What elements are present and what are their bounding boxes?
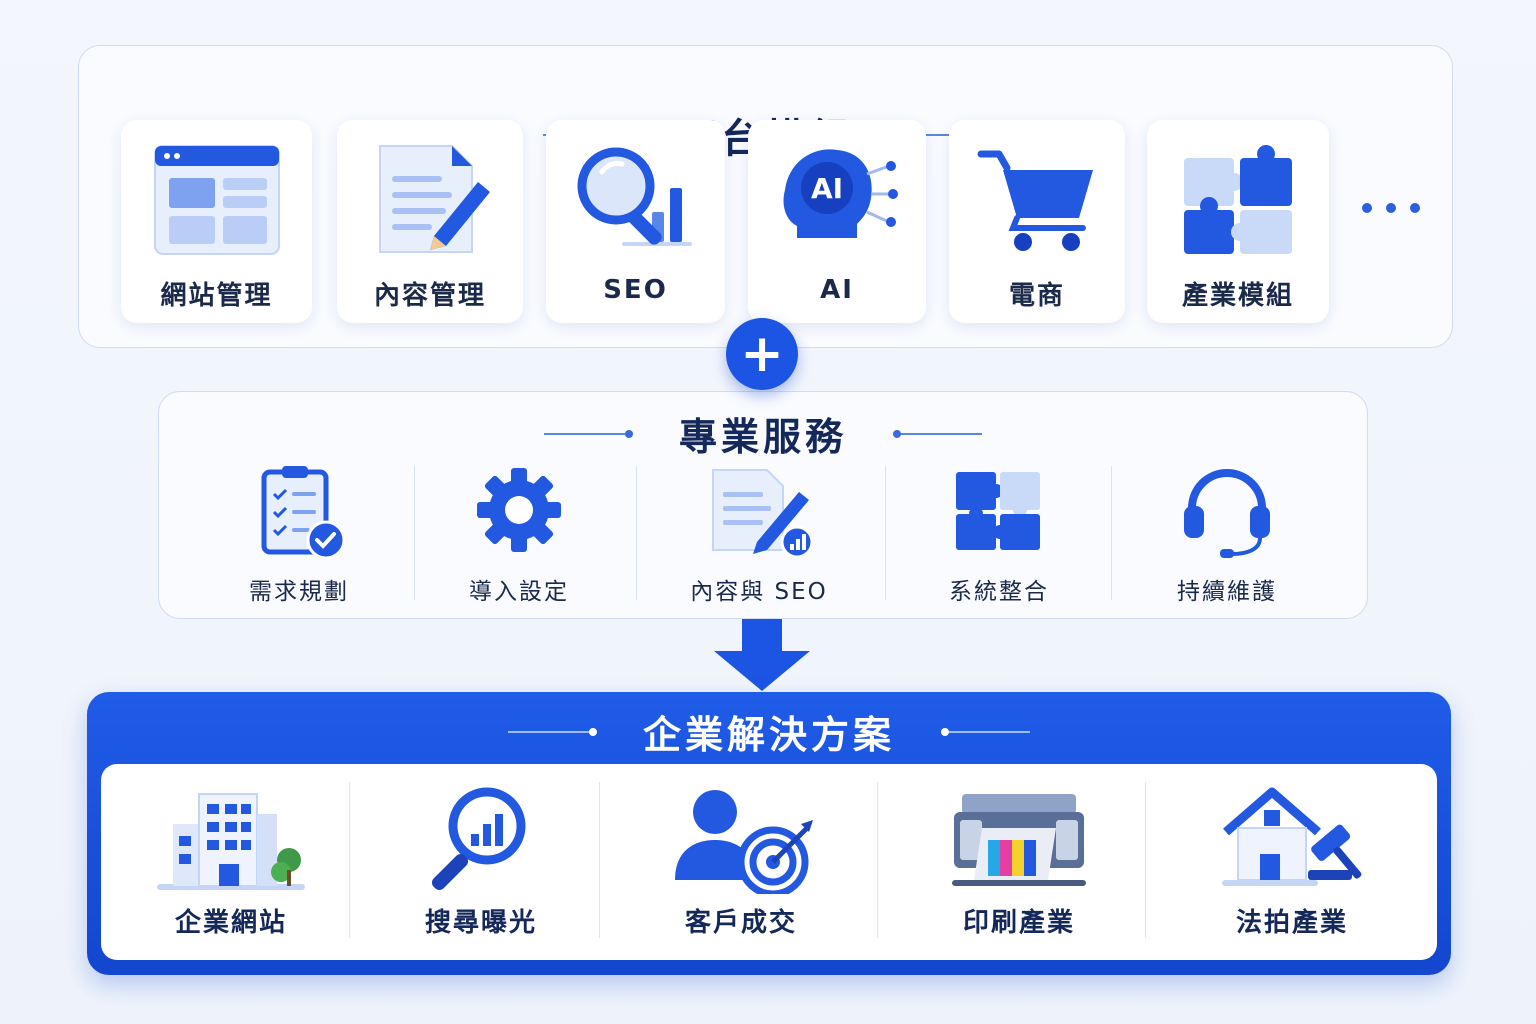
module-label: 網站管理	[160, 281, 273, 311]
divider	[349, 782, 350, 938]
down-arrow-icon	[714, 619, 810, 691]
module-label: SEO	[603, 275, 668, 305]
document-pen-icon	[712, 469, 814, 559]
solution-label: 搜尋曝光	[424, 908, 537, 938]
solutions-title: 企業解決方案	[642, 713, 895, 757]
solution-label: 企業網站	[174, 908, 287, 938]
module-card-industry[interactable]: 產業模組	[1147, 120, 1329, 323]
solutions-inner-panel: 企業網站 搜尋曝光 客戶成交	[101, 764, 1437, 960]
title-decoration-left	[507, 727, 597, 736]
solution-label: 法拍產業	[1235, 908, 1348, 938]
solution-label: 印刷產業	[962, 908, 1075, 938]
checklist-clipboard-icon	[261, 466, 346, 560]
solution-item-auction[interactable]: 法拍產業	[1157, 764, 1427, 960]
printer-icon	[952, 794, 1086, 886]
title-decoration-right	[893, 429, 982, 438]
module-card-content[interactable]: 內容管理	[337, 120, 523, 323]
service-label: 系統整合	[949, 579, 1049, 605]
solution-item-search-exposure[interactable]: 搜尋曝光	[361, 764, 601, 960]
service-item-setup[interactable]: 導入設定	[419, 462, 619, 605]
more-dots-icon[interactable]	[1362, 203, 1420, 213]
module-label: AI	[820, 275, 854, 305]
service-item-content-seo[interactable]: 內容與 SEO	[654, 462, 864, 605]
ai-head-icon: AI	[783, 149, 898, 238]
module-label: 內容管理	[373, 281, 486, 311]
divider	[599, 782, 600, 938]
title-decoration-left	[543, 429, 633, 438]
divider	[1145, 782, 1146, 938]
solutions-panel: 企業解決方案 企業網站	[87, 692, 1451, 975]
service-label: 導入設定	[469, 579, 569, 605]
person-target-icon	[675, 790, 813, 894]
divider	[636, 466, 637, 600]
document-edit-icon	[379, 145, 490, 253]
solution-label: 客戶成交	[684, 908, 797, 938]
service-item-integration[interactable]: 系統整合	[899, 462, 1099, 605]
solution-item-printing[interactable]: 印刷產業	[889, 764, 1149, 960]
plus-connector-icon: +	[726, 318, 798, 390]
module-card-ai[interactable]: AI AI	[748, 120, 926, 323]
module-label: 產業模組	[1181, 281, 1294, 311]
service-label: 內容與 SEO	[690, 579, 828, 605]
service-label: 持續維護	[1177, 579, 1277, 605]
search-growth-icon	[431, 787, 526, 891]
module-card-website[interactable]: 網站管理	[121, 120, 312, 323]
divider	[877, 782, 878, 938]
magnifier-chart-icon	[577, 147, 692, 246]
browser-window-icon	[153, 145, 280, 255]
puzzle-icon	[1184, 145, 1292, 254]
house-gavel-icon	[1222, 787, 1362, 886]
services-panel: 專業服務 需求規劃	[158, 391, 1368, 619]
service-item-planning[interactable]: 需求規劃	[199, 462, 399, 605]
service-item-maintenance[interactable]: 持續維護	[1127, 462, 1327, 605]
gear-icon	[477, 468, 561, 552]
svg-text:AI: AI	[811, 172, 843, 205]
shopping-cart-icon	[977, 150, 1093, 251]
module-label: 電商	[1008, 281, 1065, 311]
divider	[414, 466, 415, 600]
title-decoration-right	[941, 727, 1030, 736]
service-label: 需求規劃	[249, 579, 349, 605]
module-card-seo[interactable]: SEO	[546, 120, 725, 323]
solution-item-customer-conversion[interactable]: 客戶成交	[611, 764, 871, 960]
module-card-ecommerce[interactable]: 電商	[949, 120, 1125, 323]
services-title-row: 專業服務	[159, 406, 1367, 461]
services-title: 專業服務	[678, 415, 847, 459]
puzzle-icon	[956, 472, 1040, 550]
headset-icon	[1184, 469, 1270, 558]
divider	[1111, 466, 1112, 600]
solutions-title-row: 企業解決方案	[87, 704, 1451, 759]
office-building-icon	[157, 793, 305, 890]
divider	[885, 466, 886, 600]
solution-item-enterprise-website[interactable]: 企業網站	[111, 764, 351, 960]
